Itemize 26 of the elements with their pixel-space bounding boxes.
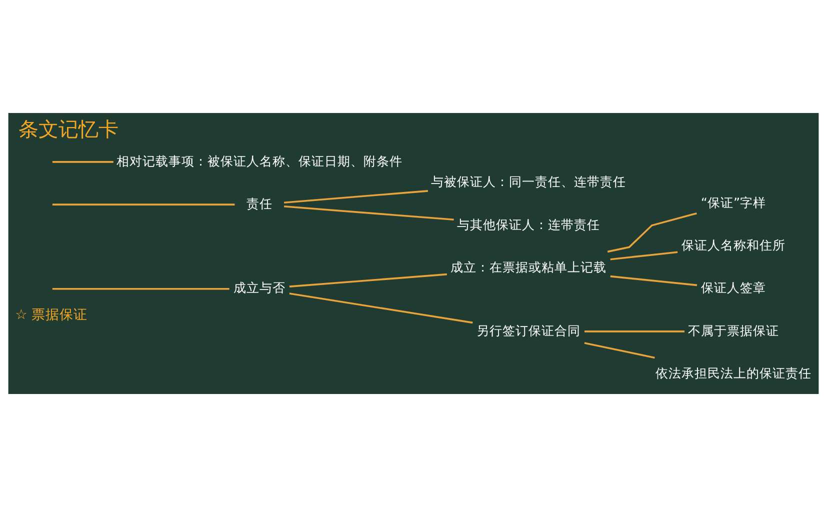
label: ☆ 票据保证 xyxy=(15,307,88,324)
connector xyxy=(610,251,678,260)
connector xyxy=(284,190,428,204)
node-text: 成立与否 xyxy=(233,280,286,296)
node-text: 相对记载事项：被保证人名称、保证日期、附条件 xyxy=(116,153,402,168)
connector xyxy=(52,288,230,290)
node-text: 不属于票据保证 xyxy=(688,322,779,338)
connector xyxy=(610,275,698,286)
node-text: 与被保证人：同一责任、连带责任 xyxy=(431,174,626,190)
connector xyxy=(289,292,473,324)
node-text: 成立：在票据或粘单上记载 xyxy=(450,259,607,274)
node-text: 保证人签章 xyxy=(700,280,766,296)
connector xyxy=(289,273,447,288)
connector xyxy=(607,212,697,253)
node-text: 另行签订保证合同 xyxy=(476,322,581,338)
node-text: 责任 xyxy=(246,196,272,211)
connector xyxy=(584,330,684,332)
node-text: 保证人名称和住所 xyxy=(681,238,786,253)
connector xyxy=(284,206,454,221)
node-text: “保证”字样 xyxy=(700,195,766,210)
node-text: 依法承担民法上的保证责任 xyxy=(655,365,812,380)
diagram-title: 条文记忆卡 xyxy=(18,117,119,142)
node-text: 与其他保证人：连带责任 xyxy=(457,216,600,232)
connector xyxy=(52,161,114,163)
connector xyxy=(584,342,655,359)
connector xyxy=(52,204,235,206)
